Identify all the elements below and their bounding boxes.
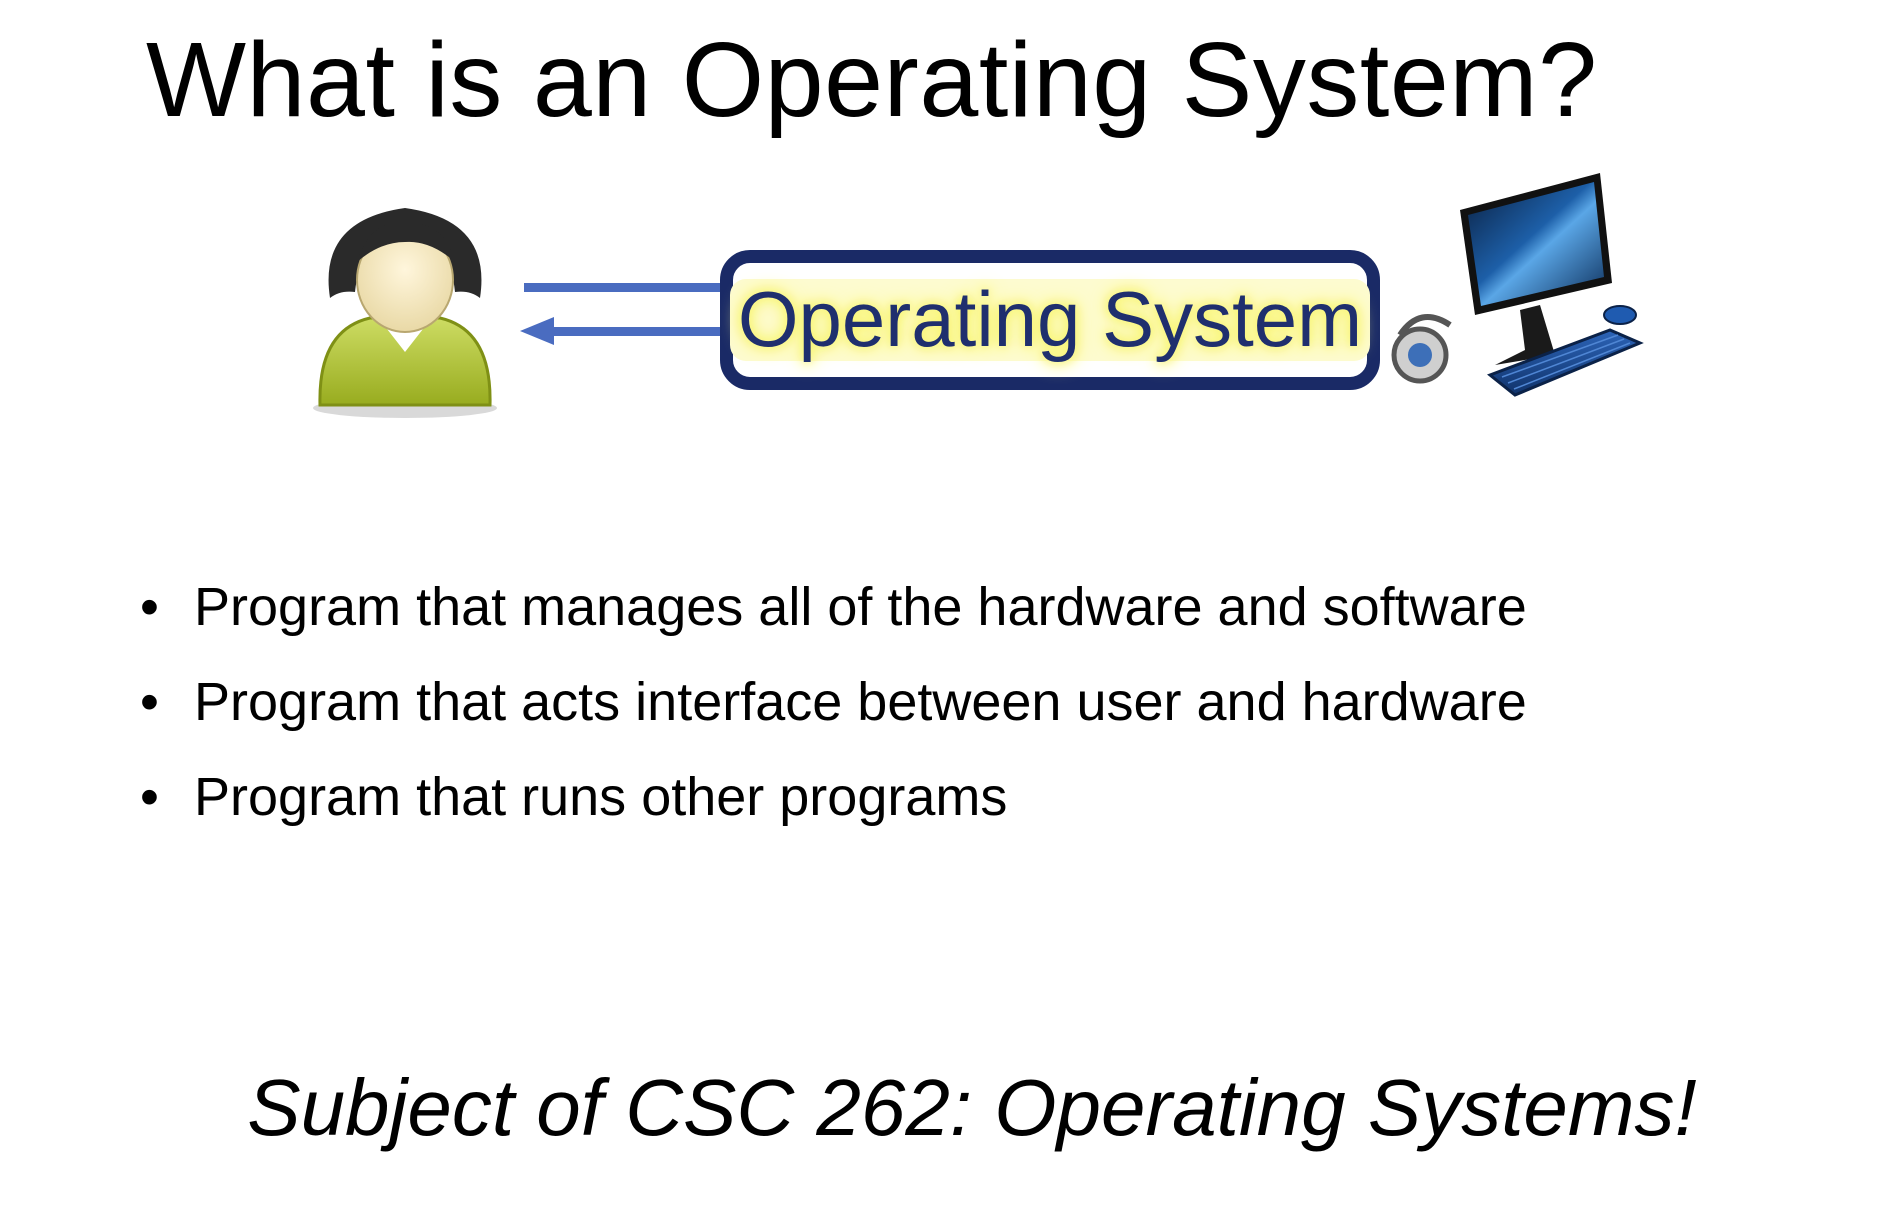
os-diagram: Operating System [300, 170, 1660, 440]
io-arrows [520, 283, 734, 345]
bullet-text: Program that runs other programs [194, 767, 1008, 827]
bullet-text: Program that acts interface between user… [194, 672, 1527, 732]
output-arrow-line [550, 327, 734, 336]
input-arrow-line [524, 283, 734, 292]
output-arrow-head [520, 317, 554, 345]
bullet-item: • Program that manages all of the hardwa… [140, 560, 1527, 655]
bullet-list: • Program that manages all of the hardwa… [140, 560, 1527, 845]
bullet-item: • Program that acts interface between us… [140, 655, 1527, 750]
bullet-text: Program that manages all of the hardware… [194, 577, 1527, 637]
computer-icon [1391, 173, 1644, 397]
slide-title: What is an Operating System? [146, 21, 1598, 139]
bullet-marker: • [140, 672, 159, 732]
user-icon [313, 208, 497, 418]
os-box: Operating System [720, 250, 1380, 390]
os-label: Operating System [729, 278, 1371, 361]
course-subject-footer: Subject of CSC 262: Operating Systems! [247, 1063, 1697, 1152]
bullet-item: • Program that runs other programs [140, 750, 1527, 845]
bullet-marker: • [140, 767, 159, 827]
bullet-marker: • [140, 577, 159, 637]
